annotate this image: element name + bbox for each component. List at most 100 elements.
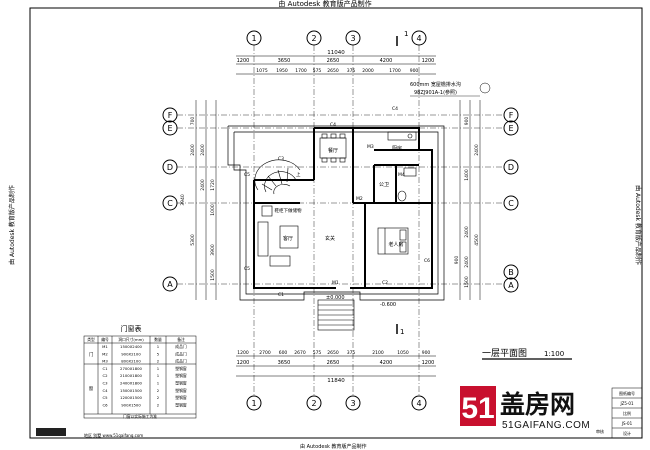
schedule-headers: 类型 编号 洞口尺寸(mm) 数量 备注 xyxy=(87,337,185,342)
room-living: 客厅 xyxy=(283,235,293,242)
schedule-cell: 2 xyxy=(157,395,160,400)
right-dimensions xyxy=(459,100,481,300)
schedule-header: 数量 xyxy=(154,337,162,342)
schedule-cell: 1 xyxy=(157,344,160,349)
schedule-cell: 塑钢窗 xyxy=(175,388,187,393)
dim-top-total: 11040 xyxy=(327,50,345,56)
axis-label: 2 xyxy=(311,34,316,43)
detail-ref-circle xyxy=(479,82,491,94)
section-label-bottom: 1 xyxy=(400,328,404,336)
watermark-right: 由 Autodesk 教育版产品制作 xyxy=(634,185,642,265)
schedule-cell: 1500X1500 xyxy=(120,388,143,393)
credit-logo xyxy=(36,428,66,436)
dim-text: 1000 xyxy=(210,204,216,216)
dim-text: 1200 xyxy=(422,58,435,64)
axis-label: A xyxy=(508,281,514,290)
schedule-cell: 成品门 xyxy=(175,359,187,364)
watermark-top: 由 Autodesk 教育版产品制作 xyxy=(278,0,371,8)
dim-text: 2100 xyxy=(372,350,384,356)
schedule-cell: 2700X1800 xyxy=(120,366,143,371)
dim-text: 1075 xyxy=(256,68,268,74)
axis-bubbles-right: F E D C B A xyxy=(503,107,519,293)
credit-left: 地区 别墅 www.51gaifang.com xyxy=(84,432,143,438)
dim-text: 1950 xyxy=(276,68,288,74)
plan-scale: 1:100 xyxy=(544,350,564,358)
axis-label: D xyxy=(508,163,514,172)
window-tag: C5 xyxy=(244,266,250,272)
note-detail-ref: 98ZJ901A-1(参照) xyxy=(414,89,457,96)
dim-text: 2400 xyxy=(200,179,206,191)
schedule-cell: C5 xyxy=(102,395,108,400)
schedule-cell: 2100X1800 xyxy=(120,373,143,378)
dim-text: 5300 xyxy=(190,234,196,246)
window-tag: C6 xyxy=(424,258,430,264)
dim-text: 3650 xyxy=(278,58,291,64)
schedule-cell: 1200X1500 xyxy=(120,395,143,400)
bottom-dimensions xyxy=(236,355,436,377)
schedule-cell: 2 xyxy=(157,402,160,407)
dim-text: 575 xyxy=(313,68,322,74)
dim-text: 2400 xyxy=(464,256,470,268)
dim-text: 900 xyxy=(454,256,460,265)
roof-eave-outline xyxy=(227,125,445,301)
schedule-cell: 塑钢窗 xyxy=(175,395,187,400)
door-tag: M4 xyxy=(398,172,405,178)
dim-text: 600 xyxy=(279,350,288,356)
dim-text: 2000 xyxy=(362,68,374,74)
dim-text: 4200 xyxy=(380,360,393,366)
schedule-header: 编号 xyxy=(101,337,109,342)
window-tag: C2 xyxy=(382,280,388,286)
section-label-top: 1 xyxy=(404,30,408,38)
titleblock-d: JS-01 xyxy=(621,421,633,426)
schedule-cell: M2 xyxy=(102,351,108,356)
dim-text: 2650 xyxy=(327,350,339,356)
axis-bubbles-left: F E D C A xyxy=(162,107,178,292)
axis-label: 2 xyxy=(311,399,316,408)
schedule-cell: 2 xyxy=(157,359,160,364)
spiral-stair xyxy=(254,159,301,195)
window-tag: C3 xyxy=(278,156,284,162)
dim-text: 2650 xyxy=(327,68,339,74)
window-tag: C1 xyxy=(278,292,284,298)
dim-text: 2650 xyxy=(327,360,340,366)
dim-text: 1050 xyxy=(397,350,409,356)
dim-text: 575 xyxy=(313,350,322,356)
window-tag: C4 xyxy=(392,106,398,112)
schedule-cell: 成品门 xyxy=(175,351,187,356)
dim-text: 900 xyxy=(410,68,419,74)
dim-text: 375 xyxy=(347,68,356,74)
axis-label: B xyxy=(508,268,514,277)
schedule-cell: 900X2100 xyxy=(121,351,141,356)
entry-steps xyxy=(317,299,355,331)
dim-text: 1500 xyxy=(210,269,216,281)
axis-label: 1 xyxy=(251,399,256,408)
axis-label: 3 xyxy=(350,34,355,43)
dim-text: 700 xyxy=(190,117,196,126)
dim-text: 2400 xyxy=(464,226,470,238)
brand-url: 51GAIFANG.COM xyxy=(502,420,590,431)
schedule-cell: 1 xyxy=(157,373,160,378)
dim-top-detail: 1075 1950 1700 575 2650 375 2000 1700 90… xyxy=(256,68,418,74)
schedule-cell: 5 xyxy=(157,351,160,356)
schedule-cell: 塑钢窗 xyxy=(175,402,187,407)
schedule-table xyxy=(83,335,197,419)
elevation-zero: ±0.000 xyxy=(326,295,345,301)
room-kitchen: 厨房 xyxy=(392,145,402,152)
axis-label: 4 xyxy=(416,34,421,43)
schedule-cell: 1 xyxy=(157,366,160,371)
bed xyxy=(377,227,409,255)
dim-text: 1700 xyxy=(295,68,307,74)
axis-label: D xyxy=(167,163,173,172)
dim-text: 1700 xyxy=(389,68,401,74)
schedule-cell: 900X1500 xyxy=(121,402,141,407)
dim-text: 375 xyxy=(347,350,356,356)
axis-label: 4 xyxy=(416,399,421,408)
dim-text: 1720 xyxy=(210,179,216,191)
axis-bubbles-top: 1 2 3 4 xyxy=(246,30,427,46)
schedule-header: 洞口尺寸(mm) xyxy=(118,337,144,342)
room-hall: 玄关 xyxy=(325,235,335,242)
sofa-set xyxy=(257,205,299,267)
dim-text: 4200 xyxy=(380,58,393,64)
